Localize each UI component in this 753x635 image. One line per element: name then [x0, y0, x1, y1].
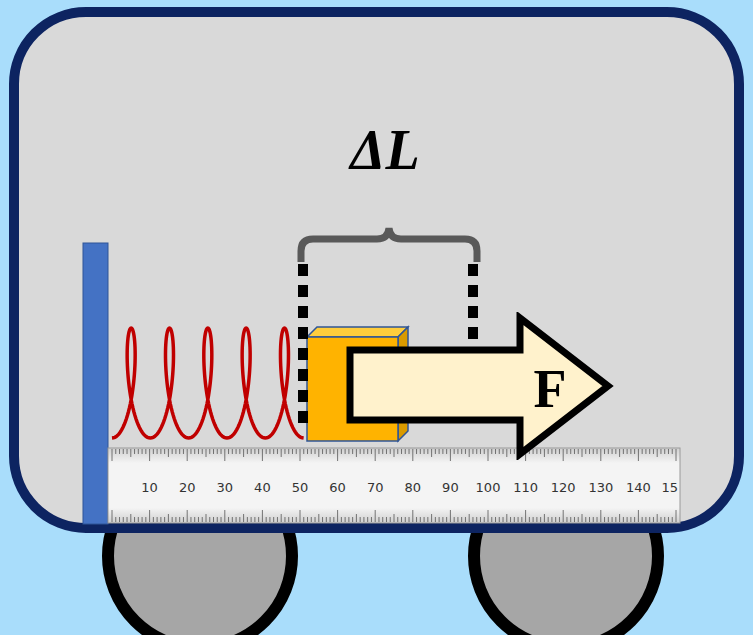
ruler-number: 70 — [367, 480, 384, 495]
ruler — [108, 448, 680, 523]
spring — [112, 328, 304, 438]
brace — [301, 228, 477, 262]
force-arrow: F — [345, 312, 617, 460]
ruler-number: 110 — [513, 480, 538, 495]
arrow-shape — [345, 312, 617, 460]
ruler-number: 80 — [405, 480, 422, 495]
ruler-number: 120 — [551, 480, 576, 495]
ruler-number: 50 — [292, 480, 309, 495]
ruler-number: 30 — [217, 480, 234, 495]
ruler-number: 100 — [476, 480, 501, 495]
force-label: F — [534, 358, 567, 420]
wall — [83, 243, 108, 524]
dimension-line — [468, 264, 478, 432]
ruler-number: 130 — [588, 480, 613, 495]
dimension-line — [298, 264, 308, 432]
cart-body — [14, 12, 739, 528]
ruler-ticks — [112, 449, 676, 522]
ruler-number: 90 — [442, 480, 459, 495]
ruler-number: 20 — [179, 480, 196, 495]
ruler-number: 15 — [661, 480, 678, 495]
ruler-number: 60 — [329, 480, 346, 495]
ruler-number: 140 — [626, 480, 651, 495]
ruler-number: 10 — [141, 480, 158, 495]
ruler-number: 40 — [254, 480, 271, 495]
dimension-label: ΔL — [350, 118, 419, 182]
